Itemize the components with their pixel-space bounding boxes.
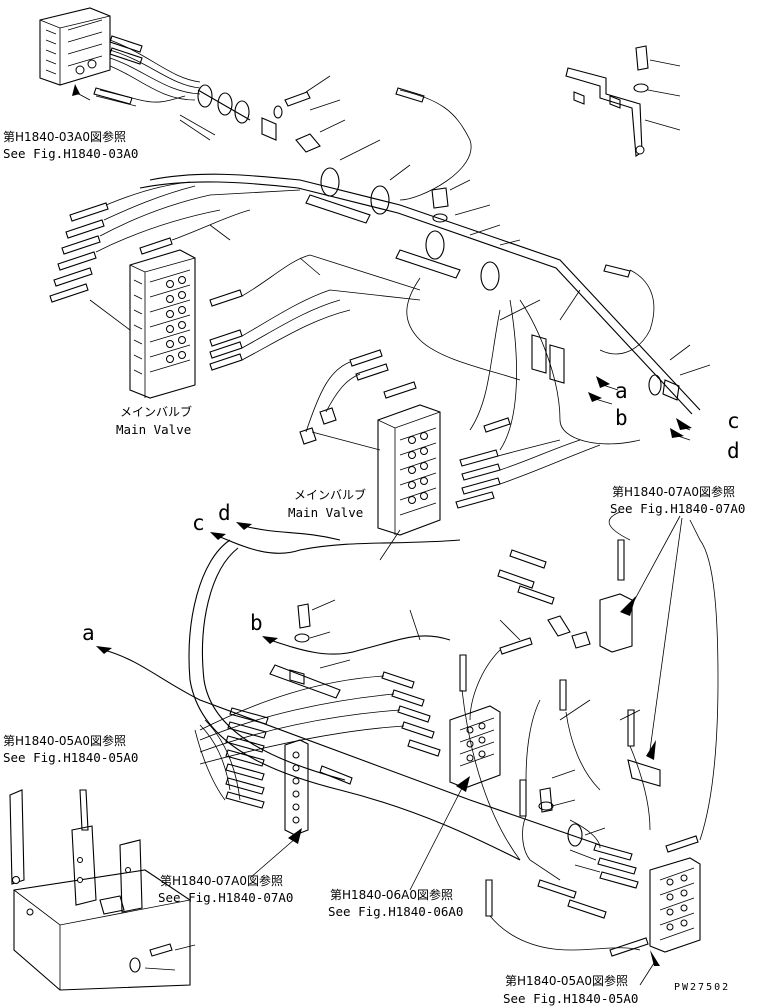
ref-en-h1840-05-left: See Fig.H1840-05A0	[3, 750, 138, 765]
ref-jp-h1840-03: 第H1840-03A0図参照	[3, 129, 126, 144]
ref-en-h1840-06: See Fig.H1840-06A0	[328, 904, 463, 919]
ref-jp-h1840-05-left: 第H1840-05A0図参照	[3, 733, 126, 748]
main-valve-center-jp: メインバルブ	[294, 487, 366, 502]
main-valve-left-jp: メインバルブ	[120, 404, 192, 419]
connector-d-upper: d	[727, 439, 740, 463]
connector-a-upper: a	[615, 379, 628, 403]
main-valve-left-en: Main Valve	[116, 422, 191, 437]
connector-b-lower: b	[250, 611, 263, 635]
connector-a-lower: a	[82, 621, 95, 645]
top-left-manifold	[39, 7, 346, 153]
ref-en-h1840-07-bottom: See Fig.H1840-07A0	[158, 890, 293, 905]
top-right-bracket	[565, 45, 681, 157]
ref-jp-h1840-06: 第H1840-06A0図参照	[330, 887, 453, 902]
ref-en-h1840-05-bottom: See Fig.H1840-05A0	[503, 991, 638, 1006]
ref-en-h1840-07-top: See Fig.H1840-07A0	[610, 501, 745, 516]
ref-jp-h1840-07-bottom: 第H1840-07A0図参照	[160, 873, 283, 888]
main-valve-left	[49, 181, 421, 399]
upper-hose-run	[139, 87, 711, 451]
main-valve-center-en: Main Valve	[288, 505, 363, 520]
connector-c-lower: c	[192, 511, 205, 535]
bottom-left-bracket	[9, 789, 196, 991]
ref-jp-h1840-07-top: 第H1840-07A0図参照	[612, 484, 735, 499]
connector-b-upper: b	[615, 406, 628, 430]
ref-en-h1840-03: See Fig.H1840-03A0	[3, 146, 138, 161]
main-valve-center	[299, 349, 601, 536]
connector-c-upper: c	[727, 409, 740, 433]
connector-d-lower: d	[218, 501, 231, 525]
drawing-code: PW27502	[674, 982, 730, 993]
lower-hose-system	[96, 511, 719, 986]
left-lower-valve-bank	[194, 707, 309, 836]
ref-jp-h1840-05-bottom: 第H1840-05A0図参照	[505, 973, 628, 988]
